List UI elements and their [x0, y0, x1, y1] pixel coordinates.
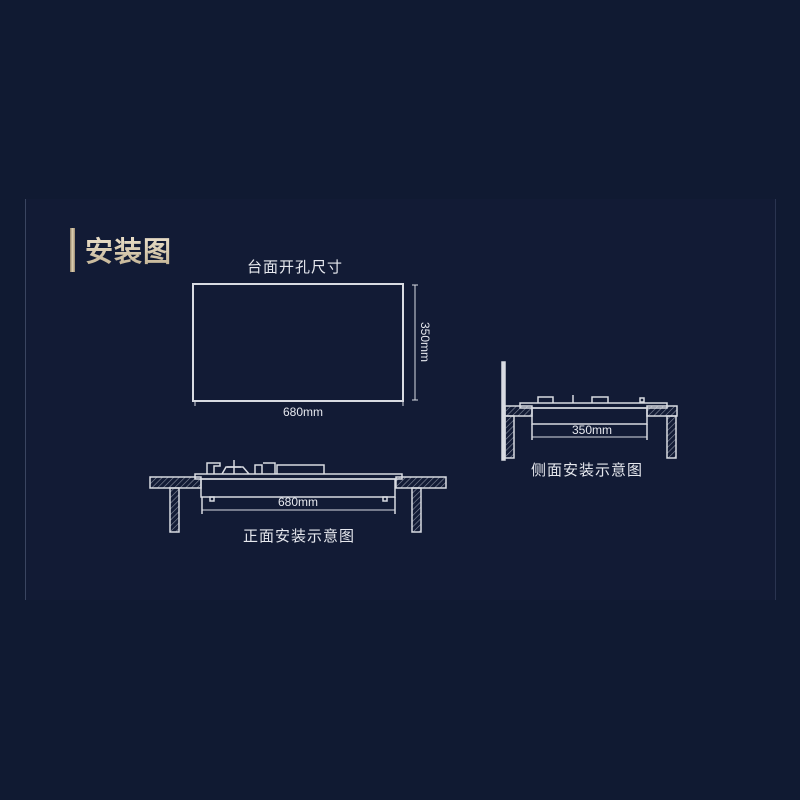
cutout-height-label: 350mm [418, 322, 432, 363]
cutout-height-dimension [412, 284, 418, 401]
title-accent-bar [70, 228, 75, 272]
content-panel [25, 199, 776, 600]
cutout-title: 台面开孔尺寸 [247, 258, 344, 276]
side-view-caption: 侧面安装示意图 [531, 461, 644, 479]
cutout-width-ticks [194, 401, 404, 406]
cutout-width-label: 680mm [283, 405, 324, 419]
front-view-drawing [149, 460, 447, 533]
front-view-caption: 正面安装示意图 [243, 527, 356, 545]
page-title: 安装图 [85, 230, 172, 270]
section-header: 安装图 [70, 228, 172, 272]
side-view-drawing [501, 361, 678, 461]
side-view-width-label: 350mm [572, 423, 613, 437]
front-view-width-label: 680mm [278, 495, 319, 509]
cutout-rectangle [192, 283, 404, 402]
